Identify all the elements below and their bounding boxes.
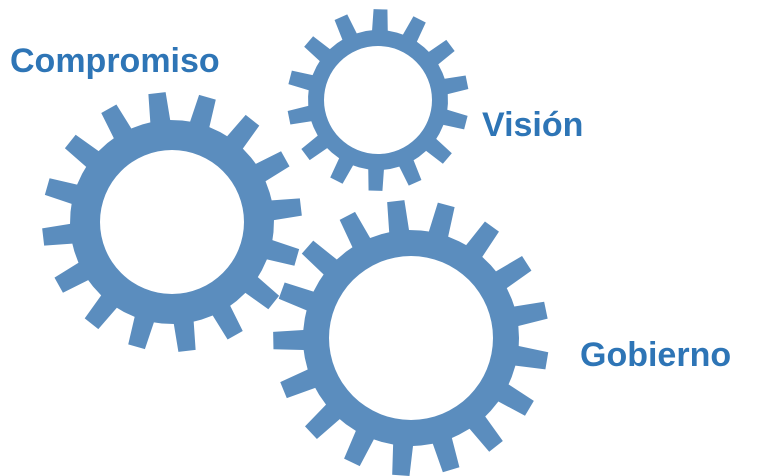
gear-gobierno-icon <box>273 200 549 476</box>
label-compromiso: Compromiso <box>10 42 220 80</box>
label-gobierno: Gobierno <box>580 336 732 374</box>
label-vision: Visión <box>482 106 584 144</box>
gear-compromiso-icon <box>42 92 302 352</box>
gear-vision-icon <box>287 9 469 191</box>
